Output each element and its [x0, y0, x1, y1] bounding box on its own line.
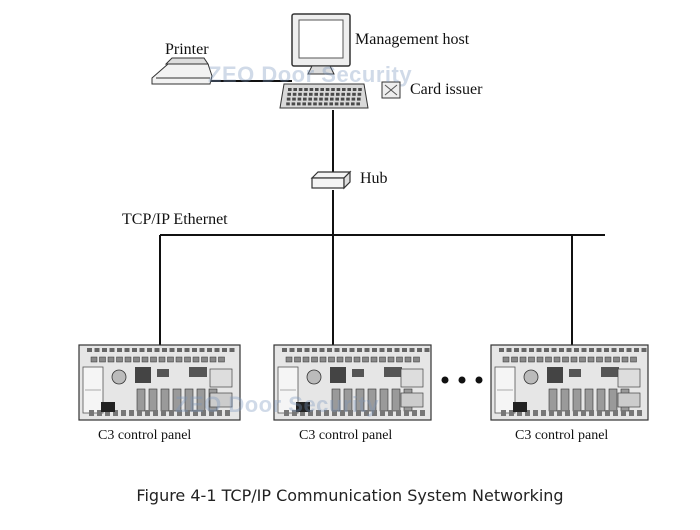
- card-issuer-label: Card issuer: [410, 81, 483, 98]
- figure-caption: Figure 4-1 TCP/IP Communication System N…: [136, 486, 564, 505]
- connection-lines: [159, 80, 605, 345]
- monitor-icon: [291, 13, 351, 75]
- watermark-top: ZEO Door Security: [208, 62, 413, 87]
- panel-3-label: C3 control panel: [515, 428, 609, 443]
- printer-label: Printer: [165, 41, 209, 58]
- ethernet-label: TCP/IP Ethernet: [122, 211, 228, 228]
- hub-icon: [310, 170, 352, 190]
- panel-2-label: C3 control panel: [299, 428, 393, 443]
- c3-control-panel-3: [490, 344, 649, 421]
- management-host-label: Management host: [355, 31, 470, 48]
- watermark-bottom: ZEO Door Security: [175, 392, 380, 417]
- panel-1-label: C3 control panel: [98, 428, 192, 443]
- c3-control-panel-1: [78, 344, 241, 421]
- c3-control-panel-2: [273, 344, 432, 421]
- hub-label: Hub: [360, 170, 388, 187]
- keyboard-icon: [279, 83, 369, 109]
- printer-icon: [151, 57, 213, 85]
- card-issuer-icon: [381, 81, 401, 99]
- more-panels-ellipsis: [441, 376, 483, 384]
